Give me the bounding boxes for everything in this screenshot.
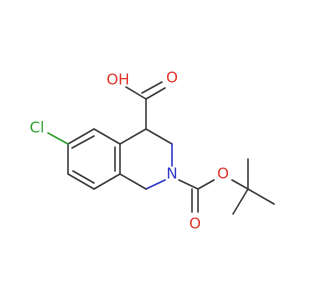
bond-c4-c4a <box>119 128 147 145</box>
bond-ar-3-inner <box>72 170 95 184</box>
structure-diagram: OH O Cl N O O <box>30 69 275 233</box>
carboxyl-oxygen-label: O <box>166 69 178 87</box>
bond-o-tbu <box>231 179 249 190</box>
chlorine-label: Cl <box>30 119 45 137</box>
saturated-ring <box>119 128 173 190</box>
bond-c4-c3 <box>145 128 173 145</box>
bond-ar-3 <box>67 173 95 190</box>
hydroxyl-label: OH <box>106 71 129 89</box>
ester-oxygen-label: O <box>217 165 229 183</box>
bond-tbu-me-2 <box>247 188 275 205</box>
bond-ar-4 <box>93 173 121 190</box>
bond-carboxyl-oh <box>125 86 147 100</box>
bond-c-cl <box>47 132 69 145</box>
bond-n-carbonyl <box>178 179 199 190</box>
bond-carbonyl-o-ester <box>197 179 215 190</box>
bond-carboxyl-o-2 <box>141 81 163 94</box>
bond-n-c1 <box>145 179 166 190</box>
carbonyl-oxygen-label: O <box>189 215 201 233</box>
bond-carboxyl-o-1 <box>145 87 166 100</box>
bond-c1-c8a <box>119 173 147 190</box>
bond-ar-1 <box>67 128 95 145</box>
bond-tbu-me-3 <box>232 188 249 215</box>
carboxylic-acid <box>125 81 166 130</box>
benzene-ring <box>67 128 121 190</box>
bond-ar-1-inner <box>71 135 95 149</box>
bond-ar-6 <box>93 128 121 145</box>
boc-group <box>178 158 275 215</box>
nitrogen-label: N <box>166 165 177 183</box>
